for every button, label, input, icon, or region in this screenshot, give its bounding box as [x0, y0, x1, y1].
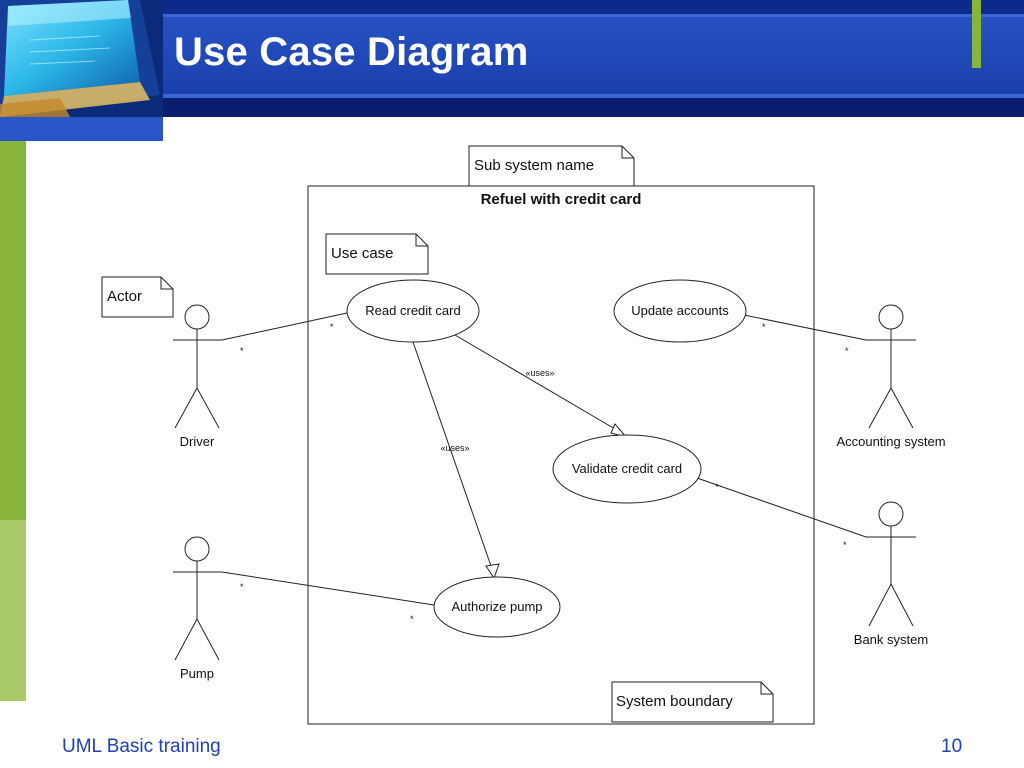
uses-read-authorize [412, 341, 492, 567]
system-name-label: Refuel with credit card [481, 191, 642, 208]
multiplicity-star: * [240, 346, 244, 356]
uses-read-validate [454, 334, 616, 430]
multiplicity-star: * [240, 582, 244, 592]
uses-label-validate: «uses» [525, 368, 554, 378]
usecase-authorize-label: Authorize pump [451, 599, 542, 614]
uses-label-authorize: «uses» [440, 443, 469, 453]
usecase-validate-label: Validate credit card [572, 461, 682, 476]
multiplicity-star: * [845, 346, 849, 356]
actor-accounting-label: Accounting system [836, 434, 945, 449]
assoc-pump-authorize [221, 571, 435, 606]
note-actor [101, 276, 174, 318]
note-use-case [325, 233, 429, 275]
note-boundary [611, 681, 774, 723]
note-actor-label: Actor [107, 288, 142, 305]
note-use-case-label: Use case [331, 245, 394, 262]
multiplicity-star: * [410, 614, 414, 624]
actor-driver-label: Driver [180, 434, 215, 449]
note-boundary-label: System boundary [616, 693, 733, 710]
note-subsystem [468, 145, 635, 187]
usecase-update-accounts [613, 279, 747, 343]
usecase-authorize-pump [433, 576, 561, 638]
multiplicity-star: * [330, 322, 334, 332]
monitor-picture [0, 0, 163, 117]
actor-accounting-figure [866, 304, 916, 429]
header-left-tab [0, 117, 163, 141]
actor-bank-figure [866, 501, 916, 627]
footer-title: UML Basic training [62, 736, 221, 757]
usecase-validate-credit-card [552, 434, 702, 504]
actor-pump-figure [173, 536, 222, 661]
usecase-read-credit-card [346, 279, 480, 343]
assoc-validate-bank [696, 477, 867, 538]
slide-header: Use Case Diagram [0, 0, 1024, 117]
multiplicity-star: * [843, 540, 847, 550]
usecase-read-label: Read credit card [365, 303, 460, 318]
multiplicity-star: * [762, 322, 766, 332]
note-subsystem-label: Sub system name [474, 157, 594, 174]
assoc-update-accounting [743, 314, 867, 341]
page-number: 10 [941, 736, 963, 757]
actor-driver-figure [173, 304, 222, 429]
usecase-update-label: Update accounts [631, 303, 729, 318]
left-accent-bar-lower [0, 520, 26, 701]
assoc-driver-read [221, 312, 348, 341]
actor-bank-label: Bank system [854, 632, 928, 647]
uses-arrowhead-authorize [485, 563, 500, 580]
header-decoration [0, 0, 1024, 117]
multiplicity-star: * [715, 482, 719, 492]
slide-title: Use Case Diagram [174, 30, 529, 74]
actor-pump-label: Pump [180, 666, 214, 681]
